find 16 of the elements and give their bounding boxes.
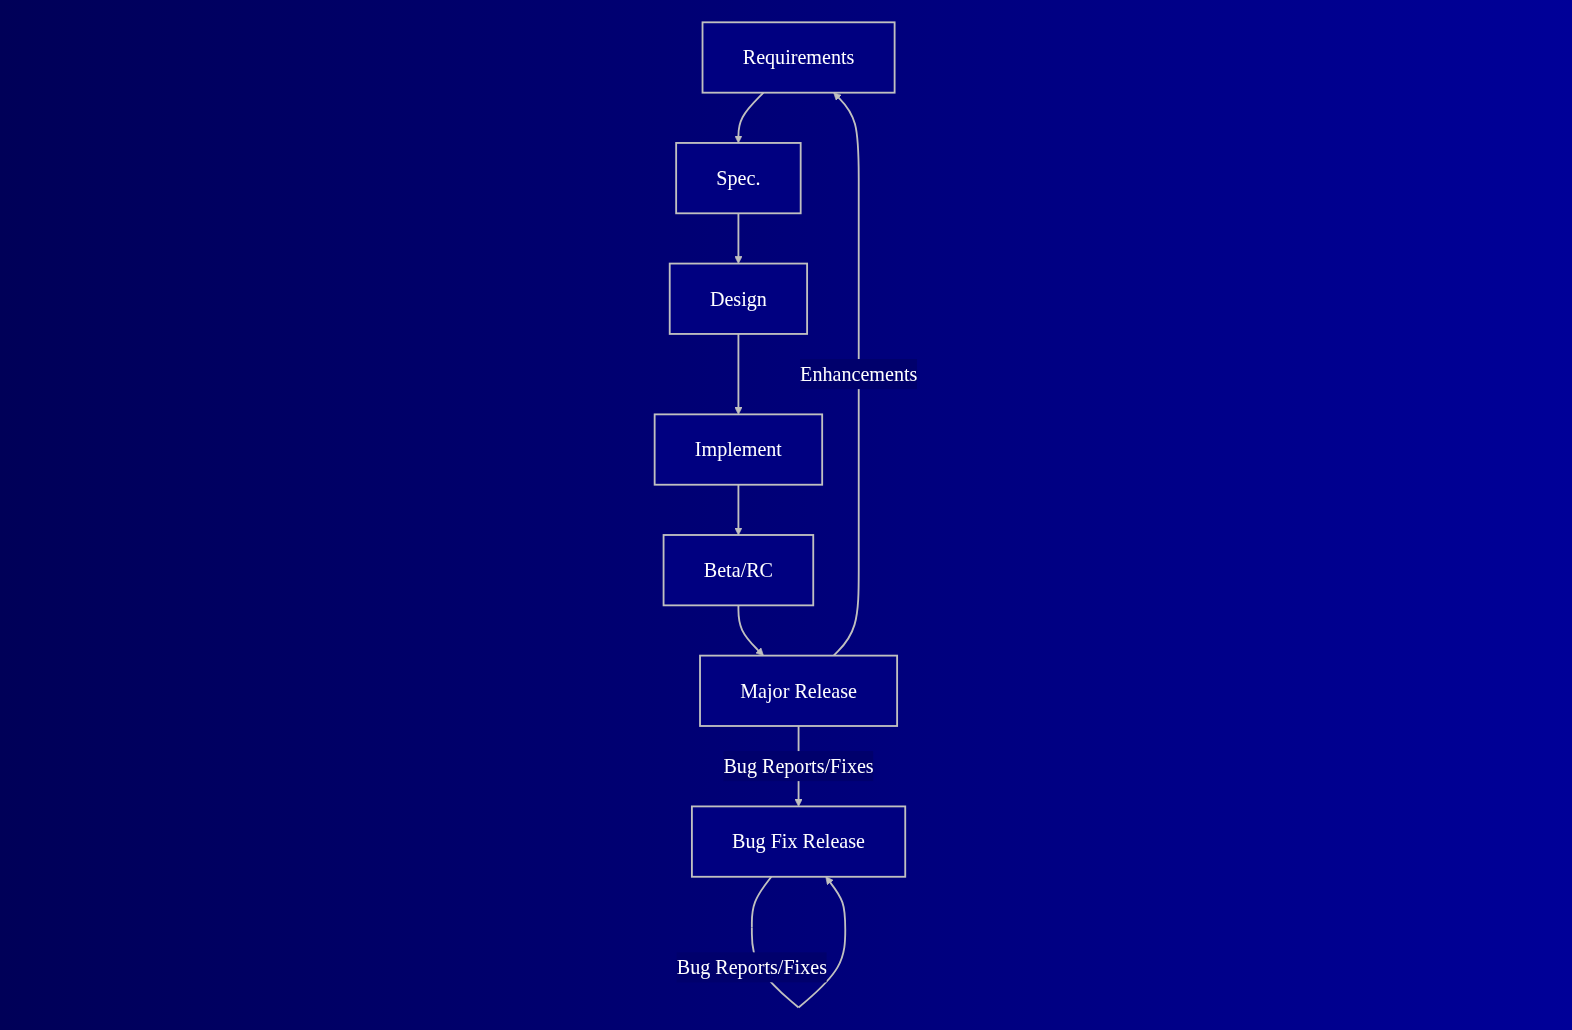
arrow [734, 333, 743, 415]
arrow [734, 91, 765, 144]
node-box: Major Release [699, 654, 899, 727]
arrow [737, 604, 764, 656]
node-box: Design [668, 262, 808, 335]
edge-label: Enhancements [800, 362, 918, 386]
node-box: Implement [653, 413, 824, 486]
arrow [734, 483, 743, 536]
arrow [734, 212, 743, 264]
edge-label: Bug Reports/Fixes [676, 955, 827, 979]
edge-label: Bug Reports/Fixes [723, 754, 874, 778]
node-box: Bug Fix Release [691, 805, 907, 878]
node-box: Requirements [701, 21, 896, 94]
node-box: Spec. [675, 142, 802, 215]
node-box: Beta/RC [662, 534, 815, 607]
arrow [832, 92, 860, 657]
